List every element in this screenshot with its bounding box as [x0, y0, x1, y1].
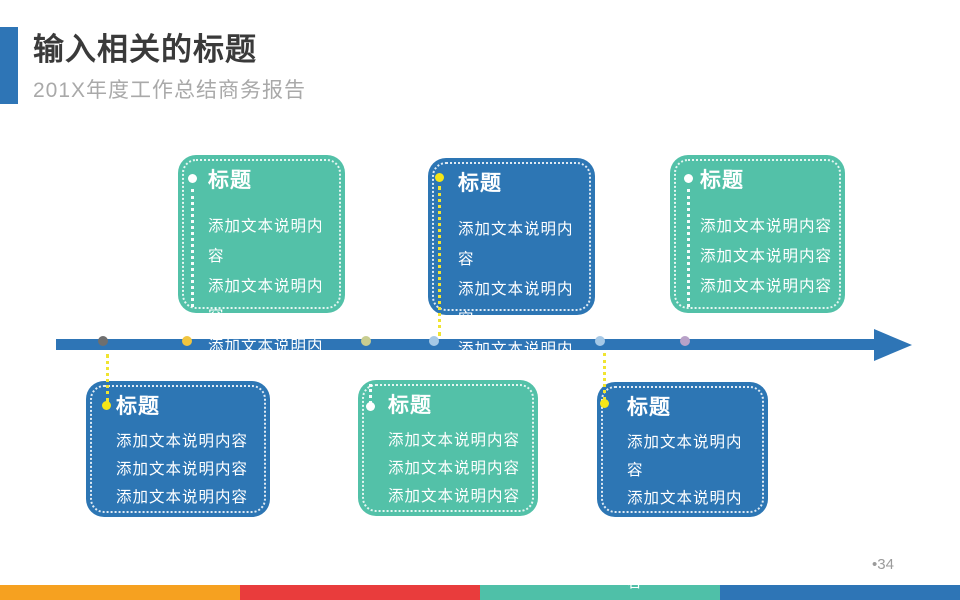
connector-line: [369, 384, 372, 404]
card-title: 标题: [388, 394, 432, 417]
bullet-dot-icon: [684, 174, 693, 183]
card-text-line: 添加文本说明内容: [116, 433, 249, 450]
card-text-line: 添加文本说明内容: [208, 338, 324, 385]
timeline-card-5: 标题 添加文本说明内容 添加文本说明内容 添加文本说明内容: [358, 380, 538, 516]
footer-strip-teal: [480, 585, 720, 600]
card-text-line: 添加文本说明内容: [388, 460, 521, 477]
timeline-node-1: [98, 336, 108, 346]
card-text-line: 添加文本说明内容: [700, 218, 833, 235]
card-text-line: 添加文本说明内容: [627, 490, 743, 535]
connector-line: [191, 189, 194, 307]
card-text-line: 添加文本说明内容: [208, 218, 324, 265]
page-subtitle: 201X年度工作总结商务报告: [33, 79, 307, 102]
timeline-node-5: [595, 336, 605, 346]
footer-strip-blue: [720, 585, 960, 600]
card-text-line: 添加文本说明内容: [388, 488, 521, 505]
timeline-card-3: 标题 添加文本说明内容 添加文本说明内容 添加文本说明内容: [670, 155, 845, 313]
timeline-card-6: 标题 添加文本说明内容 添加文本说明内容 添加文本说明内容: [597, 382, 768, 591]
card-text-line: 添加文本说明内容: [458, 281, 574, 328]
title-accent-bar: [0, 27, 18, 104]
card-title: 标题: [627, 396, 671, 419]
timeline-node-4: [429, 336, 439, 346]
page-title: 输入相关的标题: [33, 32, 257, 67]
bullet-dot-icon: [600, 399, 609, 408]
card-title: 标题: [458, 172, 502, 195]
footer-strip-orange: [0, 585, 240, 600]
card-text-line: 添加文本说明内容: [208, 278, 324, 325]
timeline-node-2: [182, 336, 192, 346]
timeline-card-1: 标题 添加文本说明内容 添加文本说明内容 添加文本说明内容: [178, 155, 345, 385]
bullet-dot-icon: [102, 401, 111, 410]
footer-strip-red: [240, 585, 480, 600]
timeline-bar: [56, 339, 875, 350]
timeline-node-3: [361, 336, 371, 346]
bullet-dot-icon: [366, 402, 375, 411]
connector-line: [687, 189, 690, 307]
card-text-line: 添加文本说明内容: [458, 221, 574, 268]
card-text-line: 添加文本说明内容: [116, 461, 249, 478]
arrow-head-icon: [874, 329, 912, 361]
card-text-line: 添加文本说明内容: [627, 434, 743, 479]
connector-line: [106, 354, 109, 402]
card-text-line: 添加文本说明内容: [116, 489, 249, 506]
card-text-line: 添加文本说明内容: [627, 546, 743, 591]
bullet-dot-icon: [435, 173, 444, 182]
timeline-card-4: 标题 添加文本说明内容 添加文本说明内容 添加文本说明内容: [86, 381, 270, 517]
bullet-dot-icon: [188, 174, 197, 183]
card-text-line: 添加文本说明内容: [700, 248, 833, 265]
card-title: 标题: [208, 169, 252, 192]
page-number: •34: [872, 556, 894, 573]
card-title: 标题: [700, 169, 744, 192]
timeline-node-6: [680, 336, 690, 346]
card-text-line: 添加文本说明内容: [388, 432, 521, 449]
card-title: 标题: [116, 395, 160, 418]
connector-line: [438, 186, 441, 336]
card-text-line: 添加文本说明内容: [700, 278, 833, 295]
connector-line: [603, 353, 606, 400]
timeline-card-2: 标题 添加文本说明内容 添加文本说明内容 添加文本说明内容: [428, 158, 595, 388]
